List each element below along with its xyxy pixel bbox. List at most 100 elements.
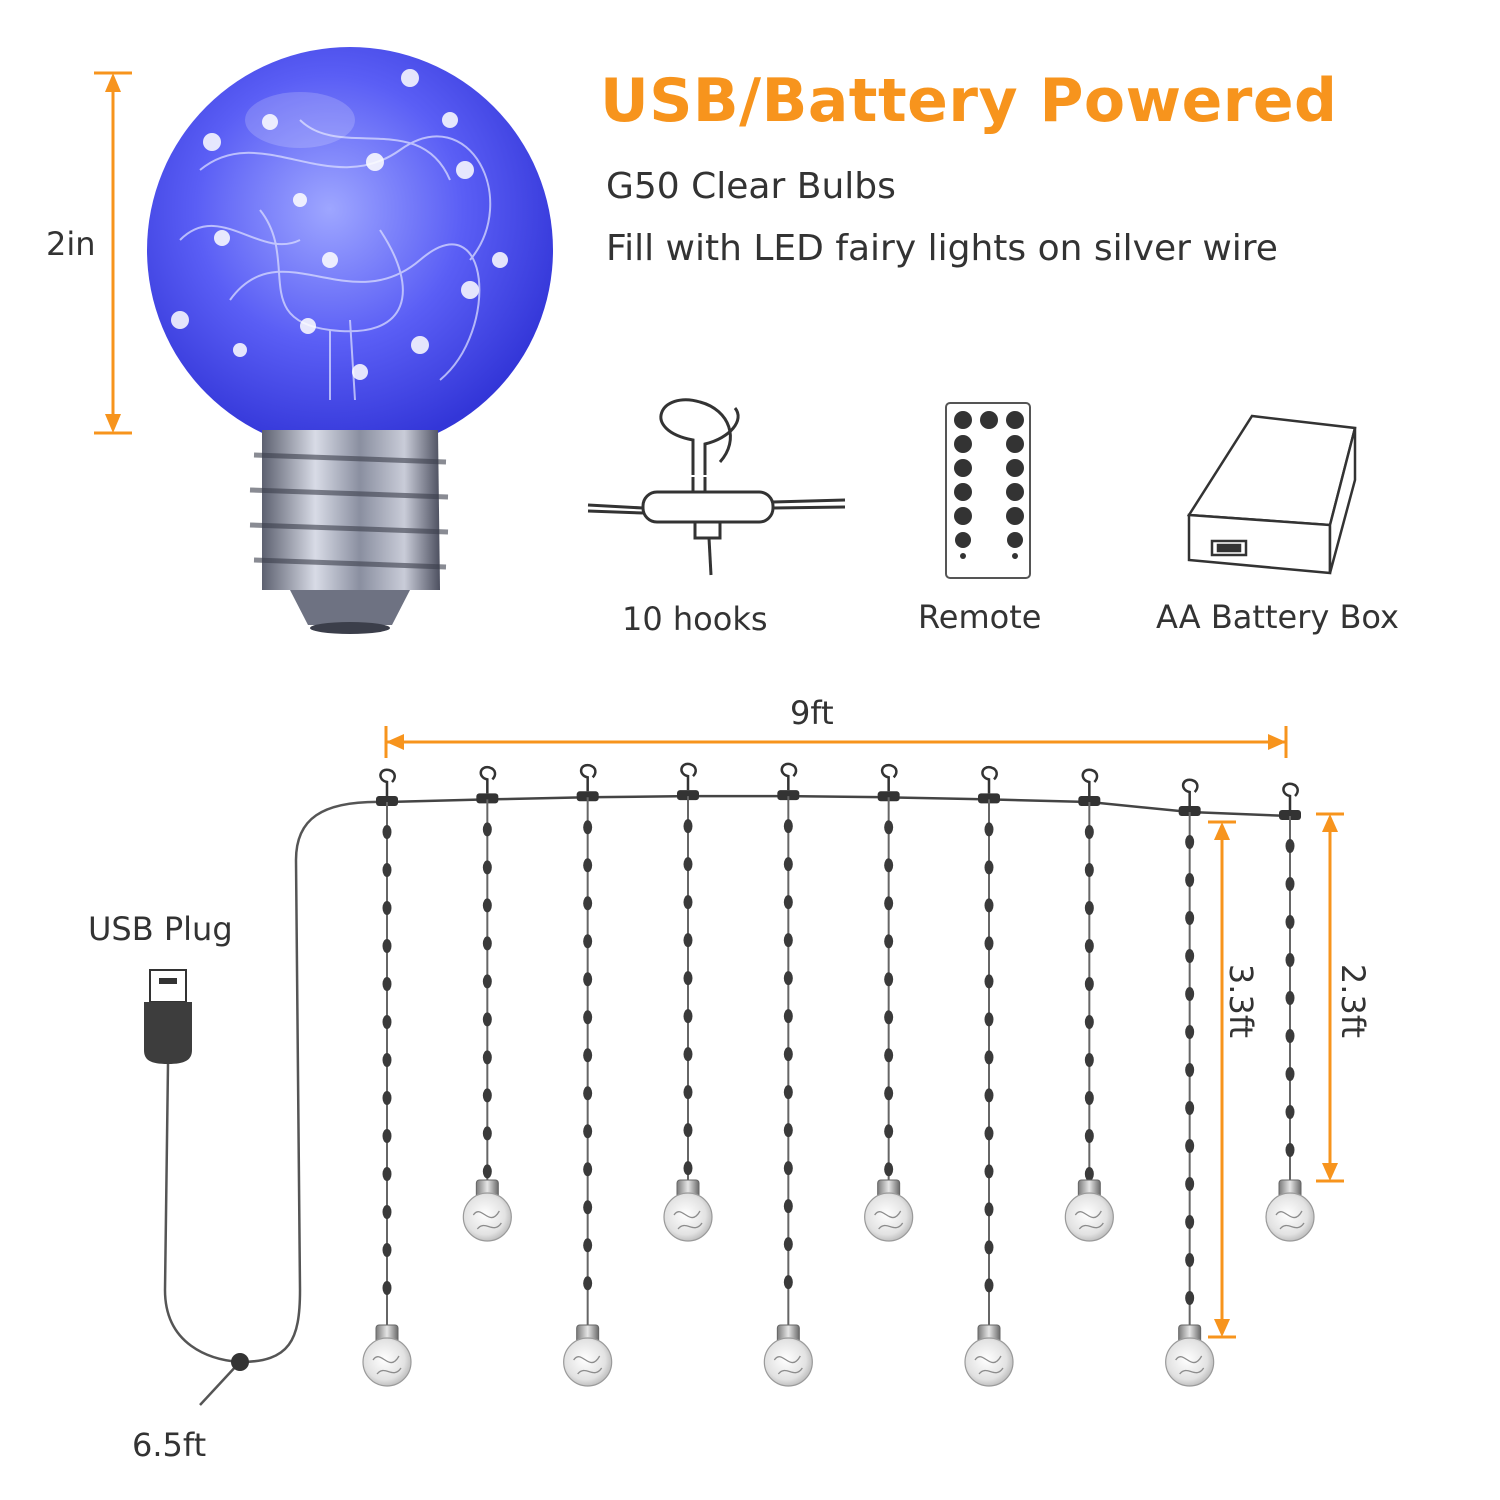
hook-icon	[981, 766, 998, 794]
led-bead	[1084, 977, 1094, 991]
hook-clip	[1078, 796, 1101, 806]
led-bead	[783, 1009, 793, 1024]
led-bead	[783, 857, 793, 872]
led-bead	[683, 1123, 693, 1138]
led-bead	[583, 934, 593, 949]
led-bead	[1084, 1091, 1094, 1105]
led-bead	[683, 971, 693, 986]
mini-bulb-filament	[974, 1355, 1004, 1375]
bulb-height-label: 2in	[46, 225, 96, 263]
led-bead	[382, 825, 392, 839]
led-bead	[683, 1085, 693, 1100]
led-bead	[583, 1124, 593, 1139]
top-wire	[386, 794, 1291, 818]
hook-icon	[479, 766, 497, 794]
led-bead	[1285, 1143, 1295, 1157]
led-bead	[984, 1088, 994, 1103]
led-bead	[1084, 939, 1094, 953]
led-bead	[1084, 863, 1094, 877]
usb-plug-icon	[144, 969, 192, 1064]
battery-box-icon	[1186, 414, 1357, 575]
mini-bulb-icon	[563, 1337, 613, 1387]
mini-bulb-filament	[573, 1355, 603, 1375]
led-bead	[683, 895, 693, 910]
led-bead	[382, 1167, 392, 1181]
g50-bulb-icon	[147, 47, 553, 634]
led-bead	[683, 1161, 693, 1176]
hook-icon	[587, 398, 846, 576]
led-bead	[583, 1048, 593, 1063]
led-bead	[382, 1091, 392, 1105]
led-bead	[783, 1237, 793, 1252]
subtitle-line-2: Fill with LED fairy lights on silver wir…	[606, 228, 1278, 269]
long-strand-dimension	[1208, 820, 1236, 1339]
led-bead	[884, 896, 894, 911]
hook-clip	[376, 796, 398, 806]
curtain-lights	[362, 762, 1315, 1387]
led-bead	[482, 974, 492, 989]
led-bead	[482, 822, 492, 837]
led-bead	[382, 939, 392, 953]
mini-bulb-icon	[462, 1192, 512, 1242]
hook-icon	[780, 762, 798, 791]
led-bead	[683, 819, 693, 834]
led-bead	[1185, 1025, 1195, 1039]
remote-label: Remote	[918, 598, 1042, 636]
led-bead	[382, 1243, 392, 1257]
led-bead	[783, 819, 793, 834]
led-bead	[382, 1205, 392, 1219]
curtain-strand	[1064, 768, 1114, 1242]
led-bead	[1084, 825, 1094, 839]
led-bead	[1285, 953, 1295, 967]
led-bead	[984, 822, 994, 837]
mini-bulb-filament	[472, 1210, 502, 1230]
bulb-height-dimension	[94, 71, 132, 435]
led-bead	[783, 971, 793, 986]
hook-clip	[877, 791, 900, 802]
led-bead	[1185, 1139, 1195, 1153]
mini-bulb-icon	[362, 1337, 412, 1387]
hook-clip	[978, 793, 1000, 804]
curtain-strand	[864, 763, 914, 1242]
led-bead	[1185, 1291, 1195, 1305]
led-bead	[583, 1238, 593, 1253]
led-bead	[1285, 877, 1295, 891]
led-bead	[984, 1164, 994, 1179]
short-strand-dimension	[1316, 812, 1344, 1183]
mini-bulb-filament	[874, 1210, 904, 1230]
mini-bulb-filament	[1175, 1355, 1205, 1375]
mini-bulb-icon	[1064, 1192, 1114, 1242]
curtain-strand	[964, 766, 1014, 1387]
led-bead	[583, 1010, 593, 1025]
led-bead	[1185, 911, 1195, 925]
led-bead	[382, 1281, 392, 1295]
led-bead	[482, 860, 492, 875]
led-bead	[1084, 1167, 1094, 1181]
led-bead	[1185, 835, 1195, 849]
hook-clip	[1178, 806, 1201, 816]
led-bead	[984, 1012, 994, 1027]
led-bead	[783, 1199, 793, 1214]
led-bead	[583, 1276, 593, 1291]
led-bead	[1285, 1067, 1295, 1081]
led-bead	[984, 860, 994, 875]
hook-clip	[1279, 810, 1301, 820]
led-bead	[984, 1278, 994, 1293]
led-bead	[482, 1088, 492, 1103]
led-bead	[583, 1086, 593, 1101]
led-bead	[583, 858, 593, 873]
led-bead	[482, 898, 492, 913]
led-bead	[884, 1010, 894, 1025]
led-bead	[984, 1126, 994, 1141]
led-bead	[583, 896, 593, 911]
led-bead	[884, 972, 894, 987]
lead-length-label: 6.5ft	[132, 1426, 207, 1464]
led-bead	[1185, 1063, 1195, 1077]
curtain-strand	[563, 763, 613, 1387]
led-bead	[1185, 949, 1195, 963]
hook-clip	[476, 793, 499, 804]
curtain-strand	[362, 768, 412, 1387]
mini-bulb-filament	[1074, 1210, 1104, 1230]
led-bead	[1185, 1177, 1195, 1191]
